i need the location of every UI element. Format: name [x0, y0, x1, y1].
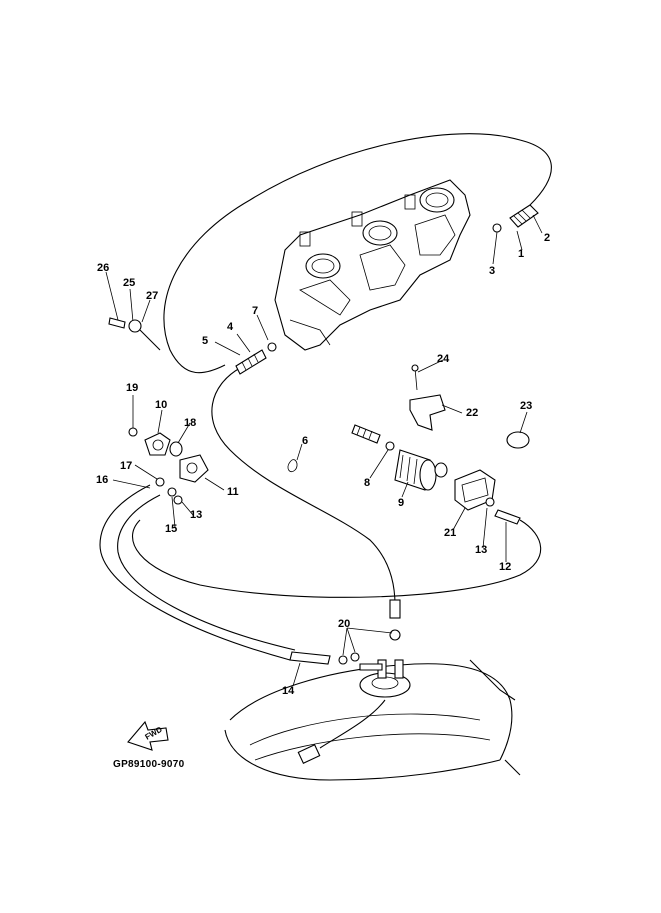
fuel-hose-line-center [211, 367, 396, 606]
clip-part-8 [385, 441, 395, 451]
callout-17: 17 [120, 460, 133, 472]
callout-8: 8 [364, 477, 371, 489]
fuel-filter-part-9 [394, 449, 448, 491]
clip-part-20a [338, 655, 348, 665]
forward-arrow-icon: FWD [127, 720, 169, 751]
bolt-part-24 [414, 367, 418, 391]
callout-2: 2 [544, 232, 551, 244]
clip-part-20b [350, 652, 360, 662]
hose-part-16 [99, 484, 291, 661]
callout-27: 27 [146, 290, 159, 302]
clip-part-7 [267, 342, 277, 352]
callout-24: 24 [437, 353, 450, 365]
connector [297, 744, 321, 764]
hose-spring-part-4 [235, 349, 267, 375]
callout-26: 26 [97, 262, 110, 274]
callout-13-left: 13 [190, 509, 203, 521]
fuel-hose-loop-upper [163, 133, 552, 374]
callout-4: 4 [227, 321, 234, 333]
clip-part-13-right [485, 497, 495, 507]
filter-bracket-part-21 [454, 469, 496, 511]
callout-16: 16 [96, 474, 109, 486]
callout-3: 3 [489, 265, 496, 277]
clamp-part-23 [506, 431, 530, 449]
callout-21: 21 [444, 527, 457, 539]
plate-part-10 [144, 432, 171, 456]
hose-part-12 [494, 509, 521, 525]
callout-25: 25 [123, 277, 136, 289]
bolt-head-part-24 [411, 364, 419, 372]
clip-part-13-left [173, 495, 183, 505]
bolt-part-19 [128, 427, 138, 437]
hose-fitting-part-1 [509, 204, 539, 228]
leader-lines [105, 214, 543, 687]
wire-lead [319, 699, 386, 749]
callout-9: 9 [398, 497, 405, 509]
callout-14: 14 [282, 685, 295, 697]
hose-part-16-outer [117, 494, 296, 651]
fuel-cock-part-11 [179, 454, 209, 483]
callout-19: 19 [126, 382, 139, 394]
hose-fitting-part-8 [351, 424, 381, 444]
clip-part-15 [167, 487, 177, 497]
clip-part-3 [492, 223, 502, 233]
figure-code: GP89100-9070 [113, 759, 185, 770]
callout-6: 6 [302, 435, 309, 447]
callout-11: 11 [227, 486, 239, 498]
callout-18: 18 [184, 417, 197, 429]
fuel-tank [224, 659, 521, 781]
hose-clip-cluster-left [108, 317, 161, 351]
callout-1: 1 [518, 248, 525, 260]
fuel-pickup-unit [359, 659, 411, 698]
bracket-part-22 [409, 394, 446, 431]
callout-7: 7 [252, 305, 259, 317]
clip-part-20c [389, 629, 401, 641]
callout-10: 10 [155, 399, 168, 411]
seal-part-18 [169, 441, 183, 457]
callout-12: 12 [499, 561, 512, 573]
hose-end-center [389, 599, 401, 619]
clip-part-6 [287, 459, 298, 473]
hose-line-right [131, 519, 542, 598]
callout-5: 5 [202, 335, 209, 347]
callout-13-right: 13 [475, 544, 488, 556]
clip-part-17 [155, 477, 165, 487]
callout-15: 15 [165, 523, 178, 535]
callout-22: 22 [466, 407, 479, 419]
callout-23: 23 [520, 400, 533, 412]
hose-part-14 [289, 651, 331, 665]
carburetor-assembly [274, 179, 471, 351]
callout-20: 20 [338, 618, 351, 630]
